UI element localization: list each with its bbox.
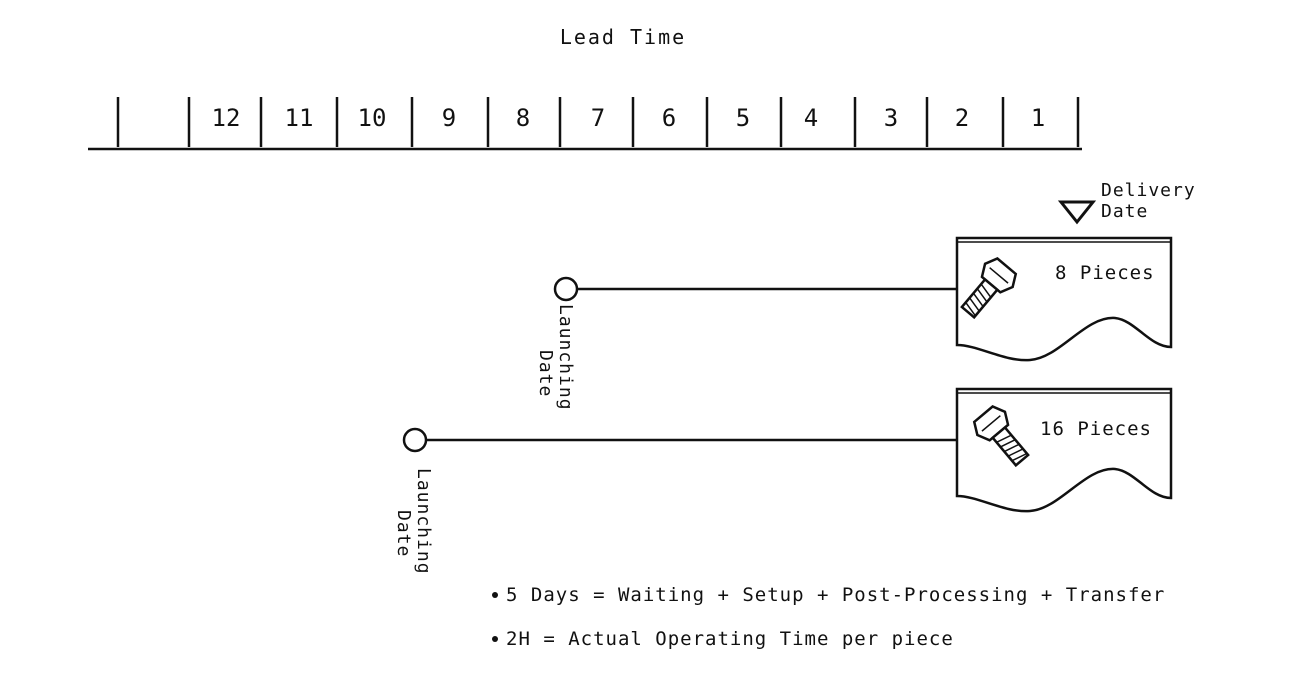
timeline-number: 11 — [285, 104, 314, 132]
delivery-label-line2: Date — [1101, 201, 1148, 222]
timeline-number: 12 — [212, 104, 241, 132]
launch-point-circle-icon — [402, 427, 428, 453]
note-item: 5 Days = Waiting + Setup + Post-Processi… — [506, 584, 1165, 606]
timeline-number: 4 — [804, 104, 818, 132]
bolt-icon — [960, 257, 1018, 320]
launch-label-line1: Launching — [413, 468, 434, 575]
launch-label-line1: Launching — [555, 304, 576, 411]
bullet-icon — [492, 636, 498, 642]
launch-label-line2: Date — [535, 350, 556, 397]
timeline-numbers: 12 11 10 9 8 7 6 5 4 3 2 1 — [212, 104, 1046, 132]
pieces-label: 16 Pieces — [1040, 418, 1152, 440]
order-row-16-pieces: Launching Date 16 Pieces — [393, 387, 1173, 575]
notes: 5 Days = Waiting + Setup + Post-Processi… — [492, 584, 1165, 650]
bullet-icon — [492, 592, 498, 598]
timeline-ticks — [116, 97, 1080, 147]
pieces-label: 8 Pieces — [1055, 262, 1155, 284]
bolt-shank-icon — [990, 425, 1030, 468]
launch-label-line2: Date — [393, 510, 414, 557]
timeline-number: 1 — [1031, 104, 1045, 132]
timeline-number: 7 — [591, 104, 605, 132]
timeline-number: 10 — [358, 104, 387, 132]
timeline-number: 8 — [516, 104, 530, 132]
diagram-title: Lead Time — [560, 25, 686, 49]
timeline-number: 2 — [955, 104, 969, 132]
timeline-number: 6 — [662, 104, 676, 132]
delivery-date-triangle-icon — [1057, 200, 1097, 225]
timeline-number: 5 — [736, 104, 750, 132]
note-item: 2H = Actual Operating Time per piece — [506, 628, 954, 650]
timeline-number: 9 — [442, 104, 456, 132]
timeline-number: 3 — [884, 104, 898, 132]
order-row-8-pieces: Launching Date 8 Pieces — [535, 236, 1173, 411]
delivery-label-line1: Delivery — [1101, 180, 1196, 201]
order-document-shape — [955, 387, 1173, 513]
launch-point-circle-icon — [553, 276, 579, 302]
